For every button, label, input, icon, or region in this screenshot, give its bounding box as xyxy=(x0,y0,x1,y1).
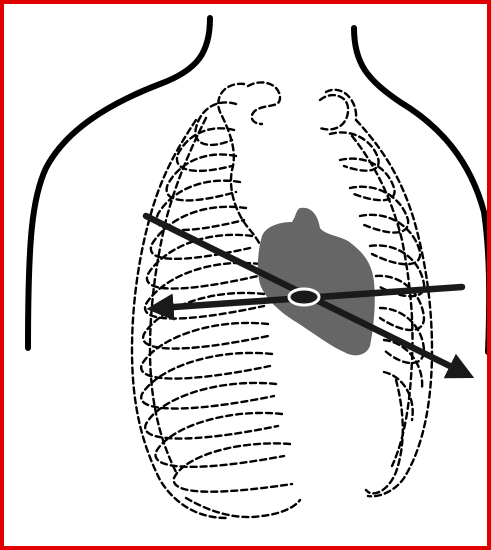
center-ring xyxy=(289,289,319,305)
